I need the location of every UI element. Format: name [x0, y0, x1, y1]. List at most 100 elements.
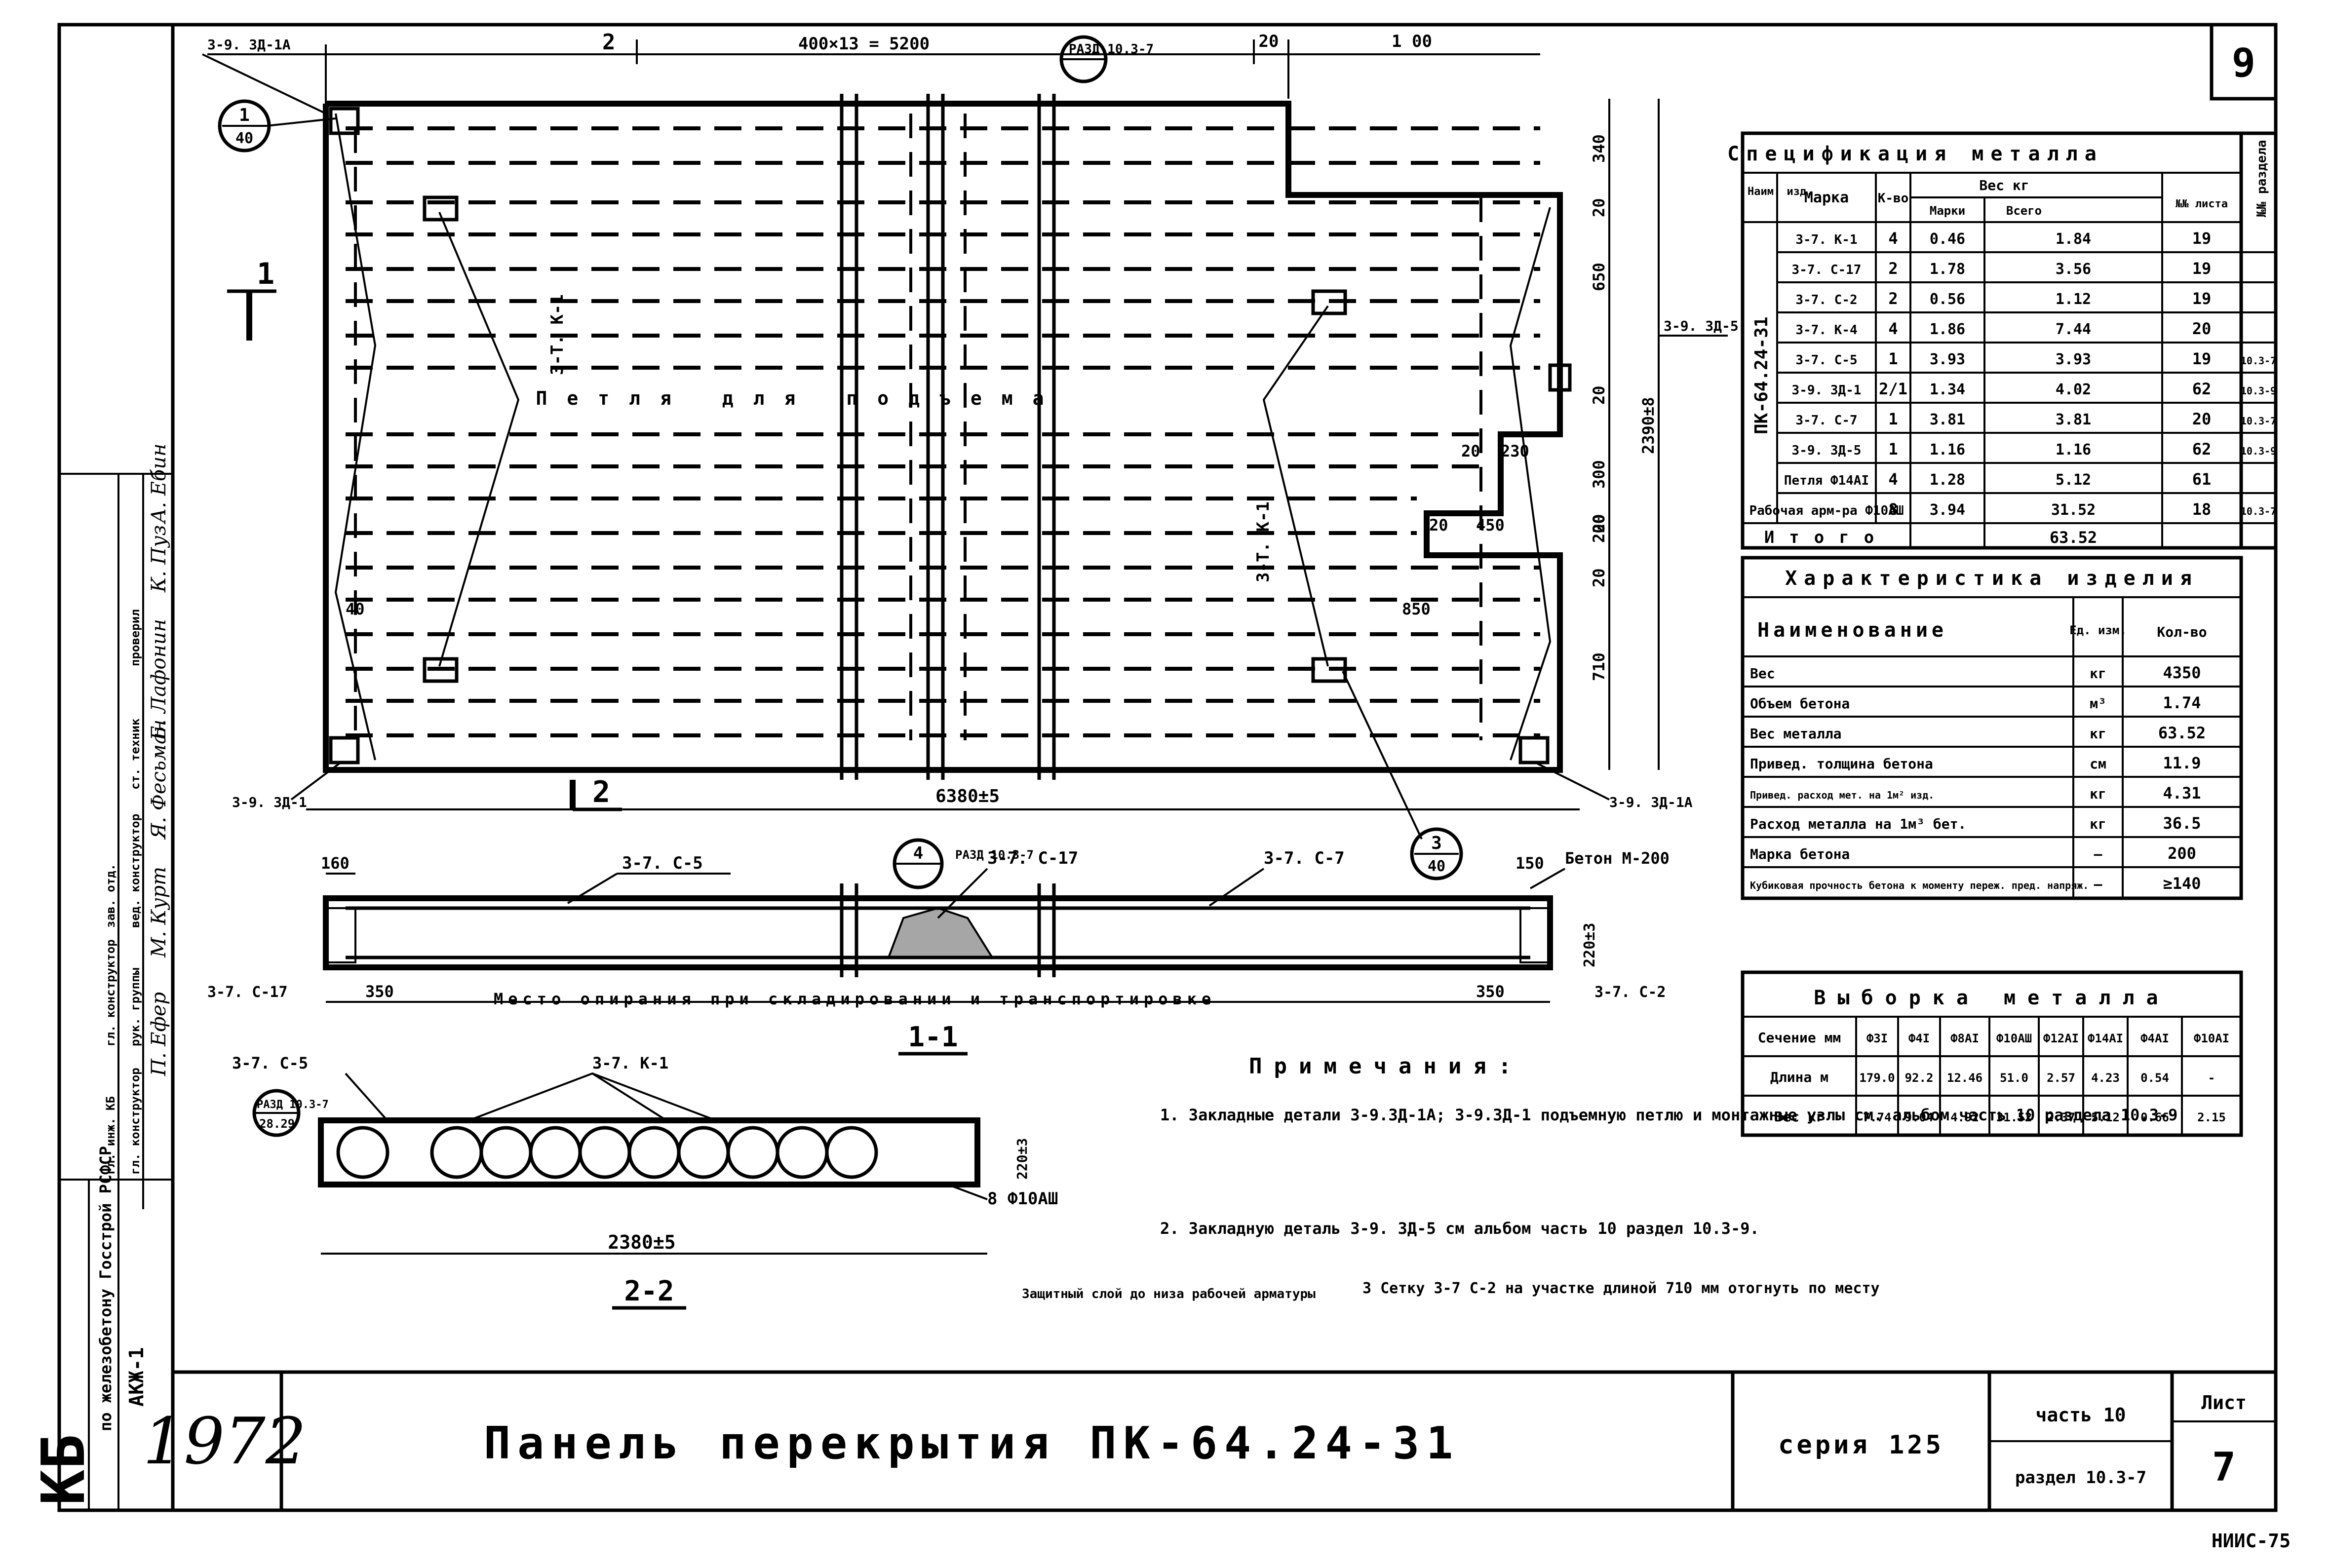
- dim-20c: 20: [1590, 514, 1608, 533]
- role-1: гл. инж. КБ: [104, 1096, 117, 1175]
- char-cell-unit: кг: [2090, 726, 2106, 742]
- dim-300: 300: [1590, 460, 1608, 489]
- s1-mesh-mid: 3-7. С-17: [987, 848, 1078, 868]
- char-cell-unit: м³: [2090, 695, 2106, 712]
- name-2: А. Ебин: [148, 444, 170, 525]
- spec-cell-per: 1.28: [1930, 471, 1965, 489]
- dim-20a: 20: [1590, 198, 1608, 217]
- name-3: Я. Фесьман: [148, 720, 170, 840]
- callout-razd: РАЗД 10.3-7: [1069, 42, 1154, 57]
- spec-h-qty: К-во: [1878, 191, 1909, 206]
- notes: Примечания: 1. Закладные детали 3-9.ЗД-1…: [1160, 1054, 2177, 1297]
- spec-table: Спецификация металла Наим. изд. Марка К-…: [1727, 131, 2278, 550]
- spec-h-total: Всего: [2006, 204, 2042, 218]
- notch-dim-20b: 20: [1429, 516, 1448, 535]
- s1-note: Место опирания при складировании и транс…: [494, 990, 1216, 1008]
- spec-cell-sheet: 62: [2192, 380, 2212, 398]
- spec-cell-section: 10.3-9: [2241, 385, 2276, 397]
- select-cell: 51.0: [2000, 1071, 2028, 1085]
- s1-support-left: 350: [365, 982, 394, 1001]
- sheet-number-box: [2210, 23, 2278, 101]
- char-cell-qty: 200: [2168, 844, 2196, 863]
- dim-top-2: 2: [602, 30, 616, 55]
- select-cell: Ф3I: [1866, 1032, 1888, 1045]
- char-cell-unit: кг: [2090, 816, 2106, 832]
- stamp: НИИС-75: [2212, 1530, 2291, 1552]
- bubble-1-num: 1: [239, 105, 250, 125]
- spec-cell-total: 7.44: [2056, 321, 2091, 338]
- char-cell-qty: 4350: [2163, 663, 2201, 682]
- spec-cell-sheet: 20: [2192, 319, 2212, 338]
- select-cell: Ф4АI: [2140, 1032, 2169, 1045]
- dim-200: 200: [1590, 514, 1608, 543]
- section-mark-1: 1: [257, 257, 274, 291]
- s1-title: 1-1: [908, 1021, 958, 1053]
- spec-total: 63.52: [2050, 528, 2097, 547]
- drawing-title: Панель перекрытия ПК-64.24-31: [484, 1417, 1460, 1469]
- s1-mesh-left: 3-7. С-5: [622, 853, 703, 873]
- select-cell: 31.52: [1996, 1110, 2032, 1124]
- spec-cell-per: 1.86: [1930, 321, 1965, 338]
- select-cell: 4.92: [1950, 1110, 1979, 1124]
- select-cell: 2.57: [2047, 1071, 2075, 1085]
- bubble-4-num: 4: [913, 843, 923, 863]
- spec-cell-qty: 4: [1888, 319, 1898, 338]
- spec-cell-total: 1.12: [2056, 291, 2091, 308]
- spec-cell-sheet: 19: [2192, 259, 2212, 278]
- section-2-2: 3-7. С-5 3-7. К-1 РАЗД 10.3-7 28.29 220±…: [232, 1054, 1316, 1310]
- spec-cell-total: 1.84: [2056, 230, 2091, 248]
- section-mark-2: 2: [592, 775, 610, 809]
- select-row-label: Длина м: [1770, 1069, 1828, 1085]
- spec-h-name: Наим. изд.: [1748, 186, 1813, 198]
- year: 1972: [143, 1404, 307, 1479]
- spec-cell-per: 1.78: [1930, 261, 1965, 278]
- char-cell-qty: ≥140: [2163, 874, 2201, 893]
- s1-concrete: Бетон М-200: [1565, 849, 1670, 868]
- spec-cell-section: 10.3-7: [2241, 355, 2276, 367]
- notch-dim-20a: 20: [1461, 442, 1480, 460]
- bubble-1-sheet: 40: [235, 130, 253, 147]
- select-cell: Ф4I: [1908, 1032, 1930, 1045]
- spec-cell-mark: 3-7. К-4: [1795, 323, 1857, 338]
- role-6: вед. конструктор: [128, 814, 142, 928]
- loop-label: Петля для подъема: [536, 387, 1064, 409]
- spec-cell-per: 0.46: [1930, 230, 1965, 248]
- role-8: проверил: [128, 609, 142, 666]
- spec-h-section: №№ раздела: [2254, 140, 2269, 217]
- section: раздел 10.3-7: [2015, 1468, 2146, 1488]
- sheet-no: 7: [2212, 1444, 2236, 1490]
- s2-rebar: 8 Ф10АШ: [987, 1189, 1058, 1209]
- select-cell: 7.74: [1863, 1110, 1892, 1124]
- s2-razd-sheet: 28.29: [259, 1117, 295, 1131]
- select-cell: 92.2: [1905, 1071, 1934, 1085]
- org-kb: КБ: [30, 1434, 98, 1506]
- spec-cell-sheet: 20: [2192, 410, 2212, 428]
- spec-cell-per: 3.94: [1930, 501, 1965, 519]
- name-6: Б. Лафонин: [148, 619, 170, 741]
- char-h-qty: Кол-во: [2157, 624, 2207, 640]
- s2-height: 220±3: [1014, 1138, 1030, 1180]
- s1-right-bottom: 3-7. С-2: [1594, 984, 1666, 1001]
- dim-40: 40: [346, 600, 365, 618]
- bubble-4-sheet: РАЗД 10.3-7: [955, 848, 1034, 862]
- select-cell: Ф14АI: [2088, 1032, 2123, 1045]
- title-block: 1972 Панель перекрытия ПК-64.24-31 серия…: [143, 1372, 2291, 1552]
- select-cell: 9.04: [1905, 1110, 1934, 1124]
- part: часть 10: [2035, 1404, 2126, 1426]
- char-cell-name: Привед. толщина бетона: [1750, 756, 1933, 772]
- dim-850: 850: [1402, 600, 1431, 618]
- spec-cell-qty: 1: [1888, 440, 1898, 459]
- note-2: 2. Закладную деталь 3-9. ЗД-5 см альбом …: [1160, 1219, 1759, 1238]
- spec-cell-per: 3.81: [1930, 411, 1965, 428]
- role-3: зав. отд.: [104, 864, 117, 928]
- note-1: 1. Закладные детали 3-9.ЗД-1А; 3-9.ЗД-1 …: [1160, 1106, 2177, 1124]
- spec-cell-mark: 3-7. С-2: [1795, 293, 1857, 307]
- spec-cell-total: 5.12: [2056, 471, 2091, 489]
- spec-cell-per: 1.16: [1930, 441, 1965, 459]
- spec-h-mark: Марка: [1804, 189, 1849, 206]
- char-h-unit: Ед. изм.: [2069, 623, 2127, 637]
- select-cell: 4.23: [2091, 1071, 2120, 1085]
- vertical-ribs: [354, 94, 1482, 780]
- spec-cell-sheet: 62: [2192, 440, 2212, 459]
